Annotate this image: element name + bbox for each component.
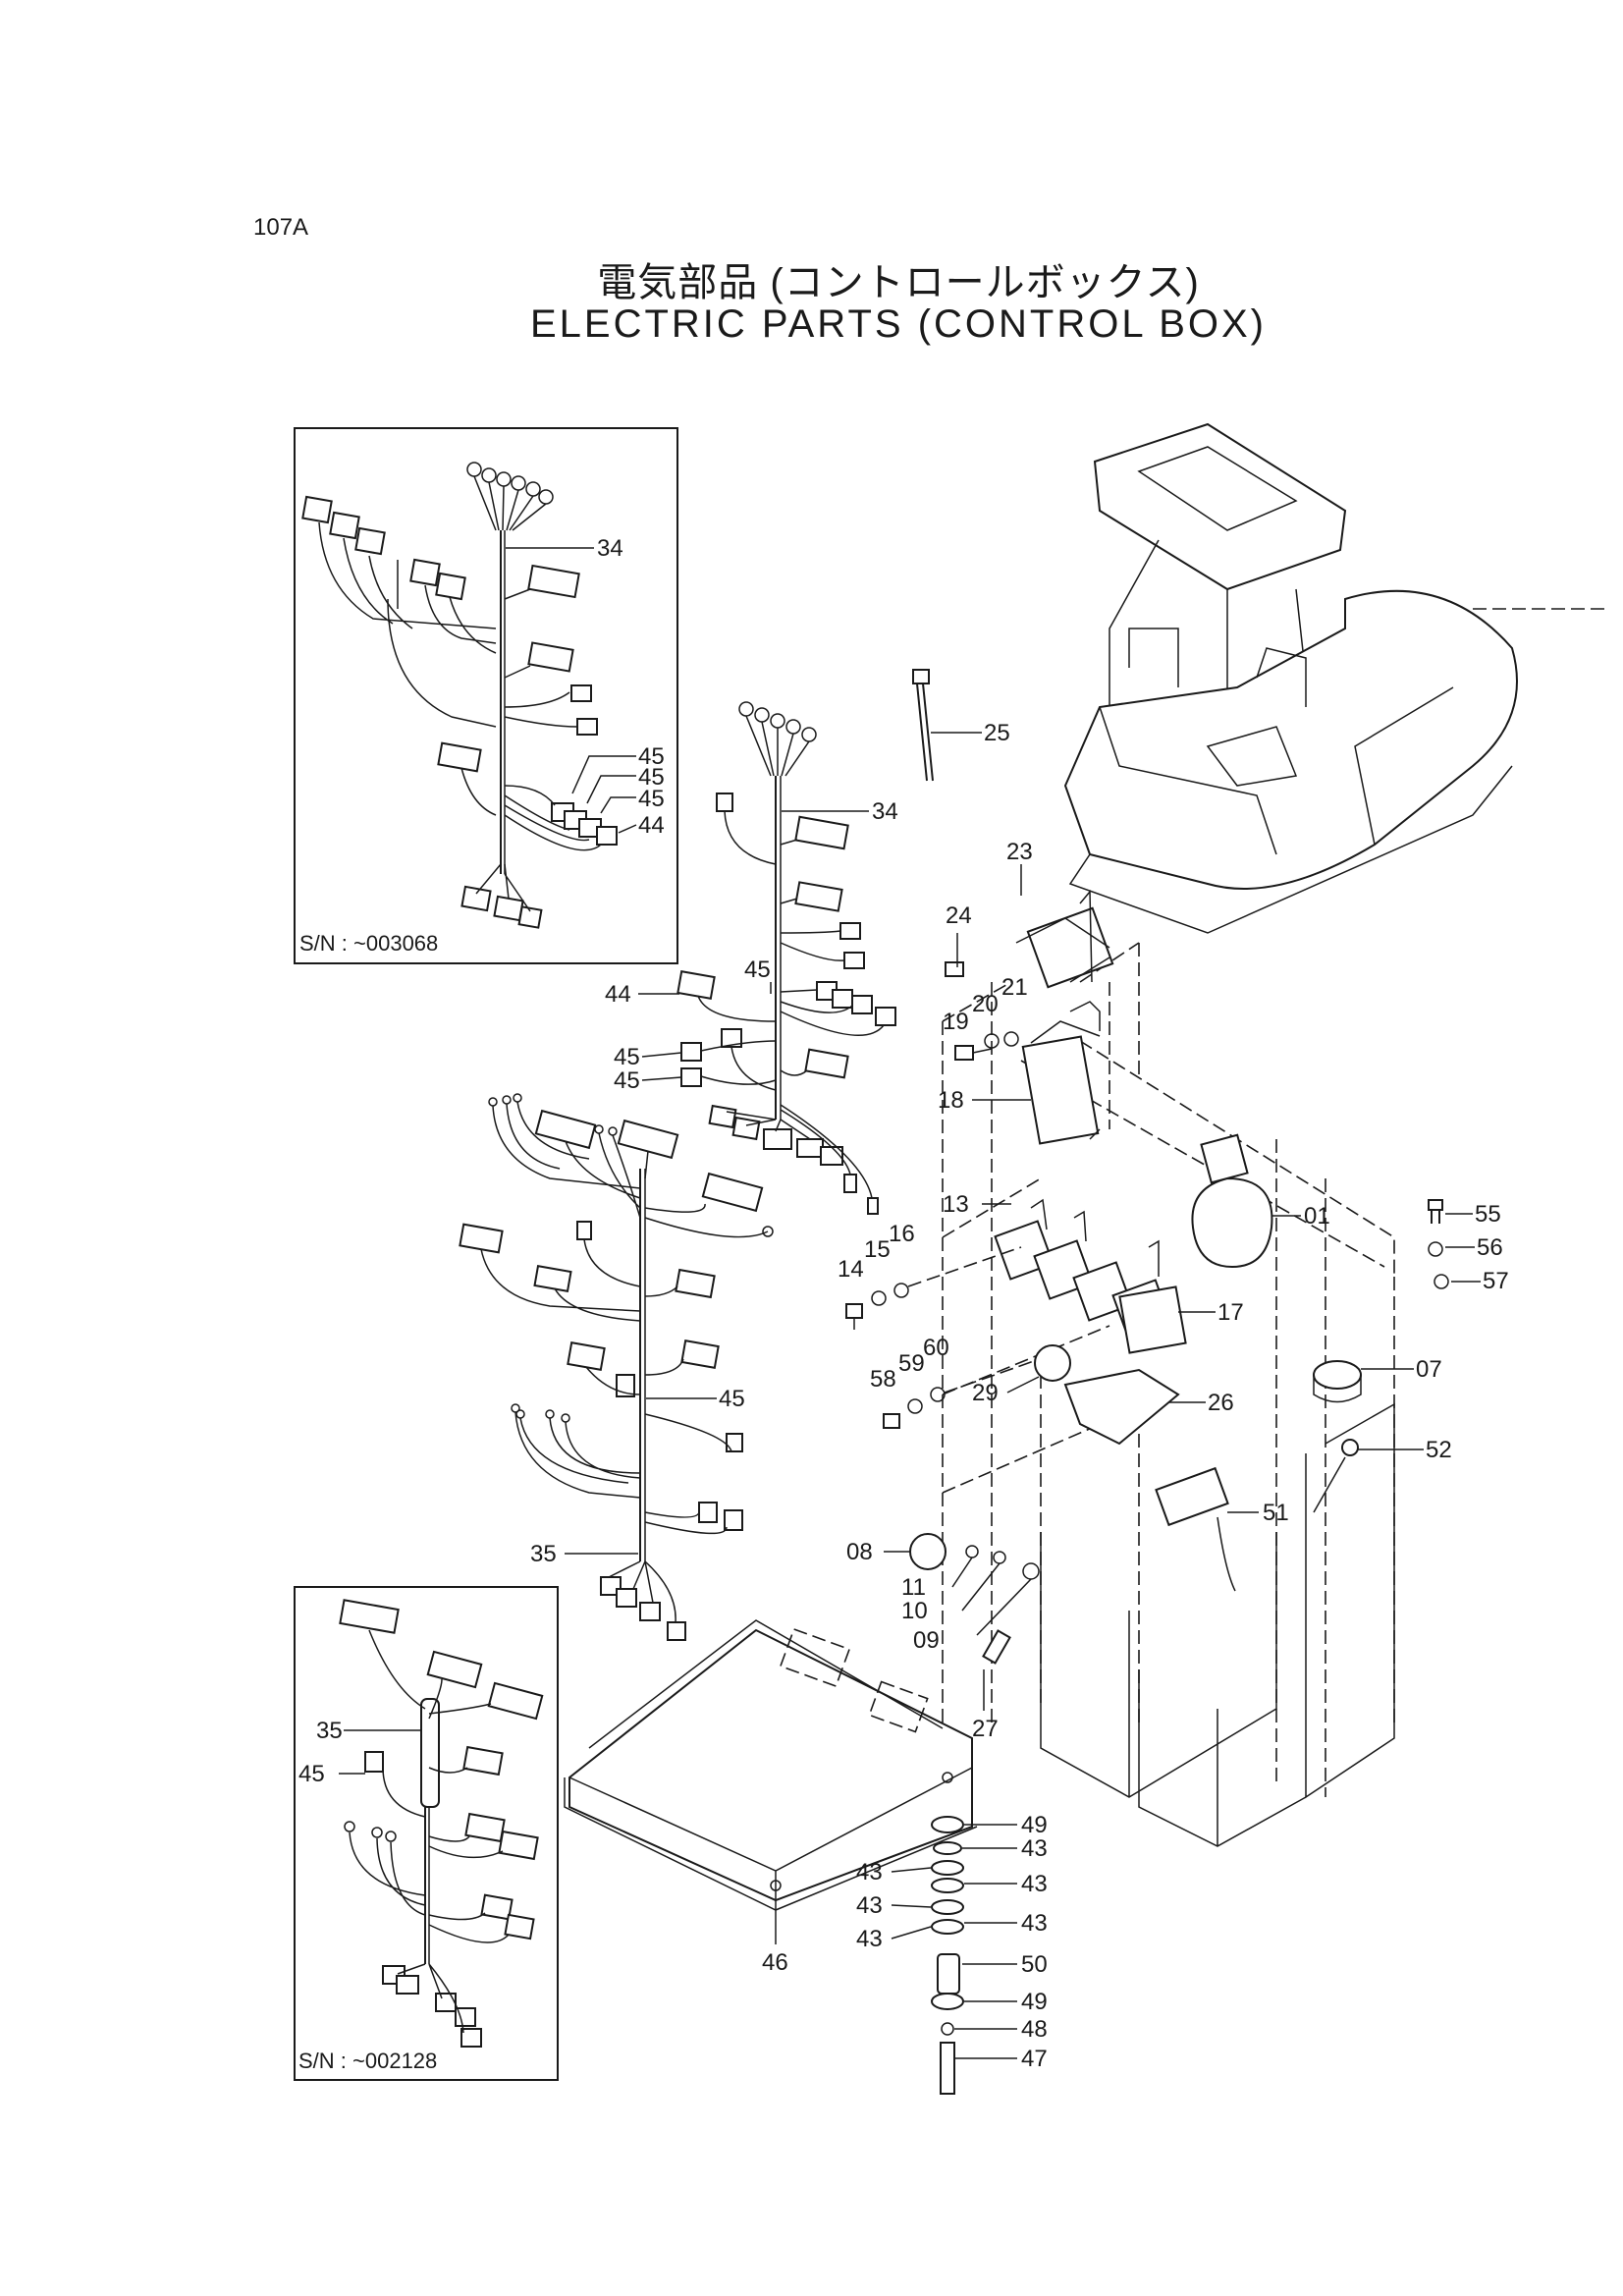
callout-01: 01 [1304, 1203, 1330, 1230]
callout-44-main: 44 [605, 981, 631, 1008]
callout-59: 59 [898, 1350, 925, 1377]
page-code: 107A [253, 214, 309, 241]
inset-top: 34 45 45 45 44 S/N : ~003068 [294, 427, 678, 964]
callout-45-d: 45 [614, 1044, 640, 1070]
harness-34: 34 45 44 45 45 [605, 701, 898, 1215]
callout-34-main: 34 [872, 798, 898, 825]
inset-bottom: 35 45 S/N : ~002128 [294, 1586, 559, 2081]
callout-58: 58 [870, 1366, 896, 1393]
callout-56: 56 [1477, 1234, 1503, 1261]
callout-15: 15 [864, 1236, 891, 1263]
callout-20: 20 [972, 991, 999, 1017]
callout-17: 17 [1217, 1299, 1244, 1326]
harness-35: 45 35 [459, 1093, 774, 1641]
callout-14: 14 [838, 1256, 864, 1283]
callout-10: 10 [901, 1598, 928, 1624]
callout-45-b: 45 [638, 764, 665, 791]
callout-49-top: 49 [1021, 1812, 1048, 1838]
callout-18: 18 [938, 1087, 964, 1114]
machine-cab [1063, 422, 1610, 934]
title-english: ELECTRIC PARTS (CONTROL BOX) [529, 302, 1267, 346]
control-box-frame [942, 942, 1395, 1847]
callout-23: 23 [1006, 839, 1033, 865]
callout-45-inset: 45 [298, 1761, 325, 1787]
controller-46: 46 [564, 1619, 978, 1976]
callout-45-c: 45 [638, 786, 665, 812]
callout-43-l3: 43 [856, 1926, 883, 1952]
serial-bottom-inset: S/N : ~002128 [298, 2049, 437, 2073]
mount-stack: 49 43 43 43 50 49 48 47 43 43 43 [856, 1812, 1048, 2095]
callout-45-a: 45 [638, 743, 665, 770]
serial-top-inset: S/N : ~003068 [299, 931, 438, 956]
callout-51: 51 [1263, 1500, 1289, 1526]
callout-21: 21 [1001, 974, 1028, 1001]
callout-08: 08 [846, 1539, 873, 1565]
callout-34-top: 34 [597, 535, 623, 562]
callout-29: 29 [972, 1380, 999, 1406]
callout-43-r2: 43 [1021, 1871, 1048, 1897]
components: 23 24 18 19 20 21 13 14 15 [838, 839, 1509, 1742]
callout-52: 52 [1426, 1437, 1452, 1463]
callout-48: 48 [1021, 2016, 1048, 2043]
callout-25: 25 [984, 720, 1010, 746]
callout-43-l2: 43 [856, 1892, 883, 1919]
callout-50: 50 [1021, 1951, 1048, 1978]
callout-55: 55 [1475, 1201, 1501, 1228]
callout-13: 13 [943, 1191, 969, 1218]
callout-11: 11 [901, 1574, 926, 1601]
callout-45-harness35: 45 [719, 1386, 745, 1412]
callout-49-bottom: 49 [1021, 1989, 1048, 2015]
callout-57: 57 [1483, 1268, 1509, 1294]
callout-43-l1: 43 [856, 1859, 883, 1886]
callout-45-e: 45 [614, 1067, 640, 1094]
callout-27: 27 [972, 1716, 999, 1742]
callout-16: 16 [889, 1221, 915, 1247]
callout-24: 24 [946, 902, 972, 929]
callout-60: 60 [923, 1335, 949, 1361]
callout-43-r1: 43 [1021, 1835, 1048, 1862]
callout-35-main: 35 [530, 1541, 557, 1567]
callout-09: 09 [913, 1627, 940, 1654]
callout-44-top: 44 [638, 812, 665, 839]
callout-46: 46 [762, 1949, 788, 1976]
callout-07: 07 [1416, 1356, 1442, 1383]
cable-tie: 25 [912, 669, 1010, 782]
callout-47: 47 [1021, 2046, 1048, 2072]
title-japanese: 電気部品 (コントロールボックス) [597, 261, 1200, 304]
callout-26: 26 [1208, 1390, 1234, 1416]
callout-35-inset: 35 [316, 1718, 343, 1744]
callout-45-harness34: 45 [744, 957, 771, 983]
callout-43-r3: 43 [1021, 1910, 1048, 1937]
callout-19: 19 [943, 1009, 969, 1035]
